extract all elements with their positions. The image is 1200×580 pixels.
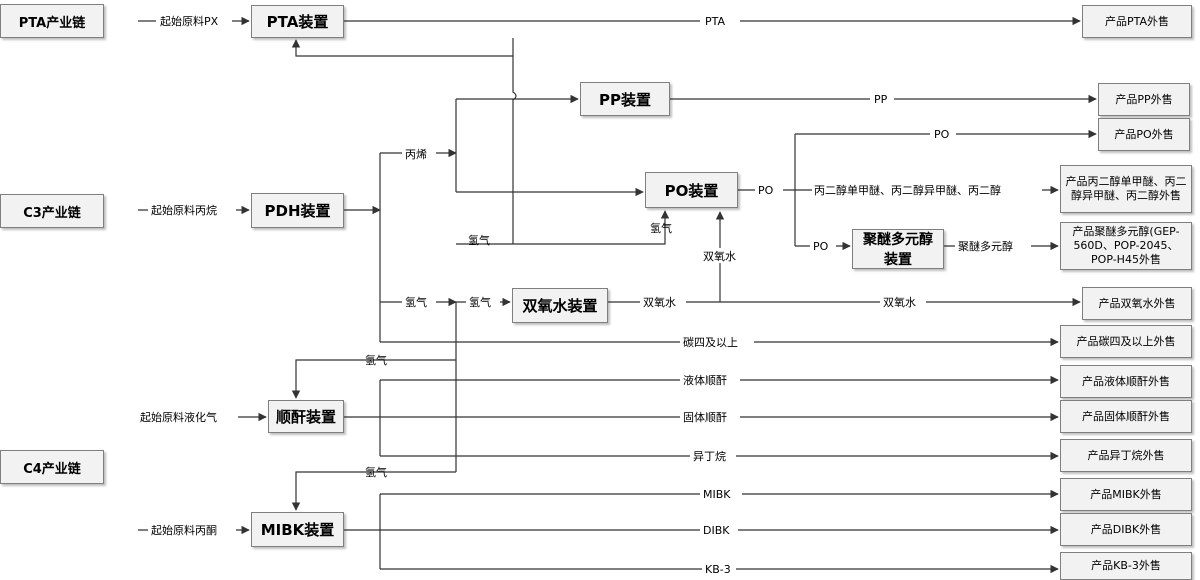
h2-to-mibk-line: [291, 471, 456, 511]
label-c4plus: 碳四及以上: [683, 335, 738, 349]
chain-c3-label: C3产业链: [0, 194, 104, 228]
label-propane: 起始原料丙烷: [151, 203, 217, 217]
label-h2-po: 氢气: [650, 221, 672, 235]
label-pp: PP: [874, 93, 888, 106]
chain-c4-label: C4产业链: [0, 450, 104, 484]
label-h2o2-out: 双氧水: [643, 295, 676, 309]
product-isobutane: 产品异丁烷外售: [1060, 439, 1192, 472]
product-polyol: 产品聚醚多元醇(GEP-560D、POP-2045、POP-H45外售: [1060, 222, 1192, 270]
label-h2o2-up: 双氧水: [703, 249, 736, 263]
label-acetone: 起始原料丙酮: [151, 523, 217, 537]
label-lpg: 起始原料液化气: [140, 410, 217, 424]
h2-to-maleic-line: [291, 359, 456, 399]
product-liquid-maleic: 产品液体顺酐外售: [1060, 365, 1192, 398]
label-h2-left: 氢气: [405, 295, 427, 309]
label-isobutane: 异丁烷: [693, 449, 726, 463]
product-c4plus: 产品碳四及以上外售: [1060, 325, 1192, 358]
h2-to-po-line: [456, 226, 666, 245]
label-po-to-poly: PO: [813, 240, 829, 253]
product-glycol-ethers: 产品丙二醇单甲醚、丙二醇异甲醚、丙二醇外售: [1060, 165, 1192, 213]
unit-pp: PP装置: [580, 82, 670, 116]
h2-to-pta-line: [291, 39, 513, 57]
unit-h2o2: 双氧水装置: [512, 288, 608, 323]
label-mibk: MIBK: [703, 488, 731, 501]
label-po-mid: 丙二醇单甲醚、丙二醇异甲醚、丙二醇: [814, 183, 1001, 197]
h2-to-pta-vertical-line: [512, 38, 517, 244]
label-po-top: PO: [934, 128, 950, 141]
label-polyol-line: 聚醚多元醇: [958, 239, 1013, 253]
label-h2o2-line: 双氧水: [883, 295, 916, 309]
label-h2-maleic: 氢气: [365, 353, 387, 367]
product-h2o2: 产品双氧水外售: [1082, 287, 1192, 320]
label-propylene: 丙烯: [405, 148, 427, 161]
product-po: 产品PO外售: [1098, 118, 1190, 151]
label-pta: PTA: [705, 15, 725, 28]
unit-polyether: 聚醚多元醇装置: [852, 229, 944, 269]
product-solid-maleic: 产品固体顺酐外售: [1060, 400, 1192, 433]
label-h2-top: 氢气: [468, 233, 490, 247]
product-dibk: 产品DIBK外售: [1060, 513, 1192, 546]
label-po-out: PO: [758, 184, 774, 197]
unit-maleic: 顺酐装置: [268, 400, 344, 433]
unit-pdh: PDH装置: [251, 193, 344, 228]
unit-pta: PTA装置: [251, 5, 344, 38]
unit-mibk: MIBK装置: [251, 512, 344, 547]
unit-po: PO装置: [645, 172, 738, 208]
product-pta: 产品PTA外售: [1082, 5, 1192, 38]
label-dibk: DIBK: [703, 524, 730, 537]
chain-pta-label: PTA产业链: [0, 4, 104, 38]
label-kb3: KB-3: [705, 563, 731, 576]
label-h2-mibk: 氢气: [365, 465, 387, 479]
label-solid-maleic: 固体顺酐: [683, 410, 727, 424]
label-h2-mid: 氢气: [469, 295, 491, 309]
label-liquid-maleic: 液体顺酐: [683, 373, 727, 387]
label-px: 起始原料PX: [160, 14, 219, 28]
product-pp: 产品PP外售: [1098, 83, 1190, 116]
product-mibk: 产品MIBK外售: [1060, 478, 1192, 511]
